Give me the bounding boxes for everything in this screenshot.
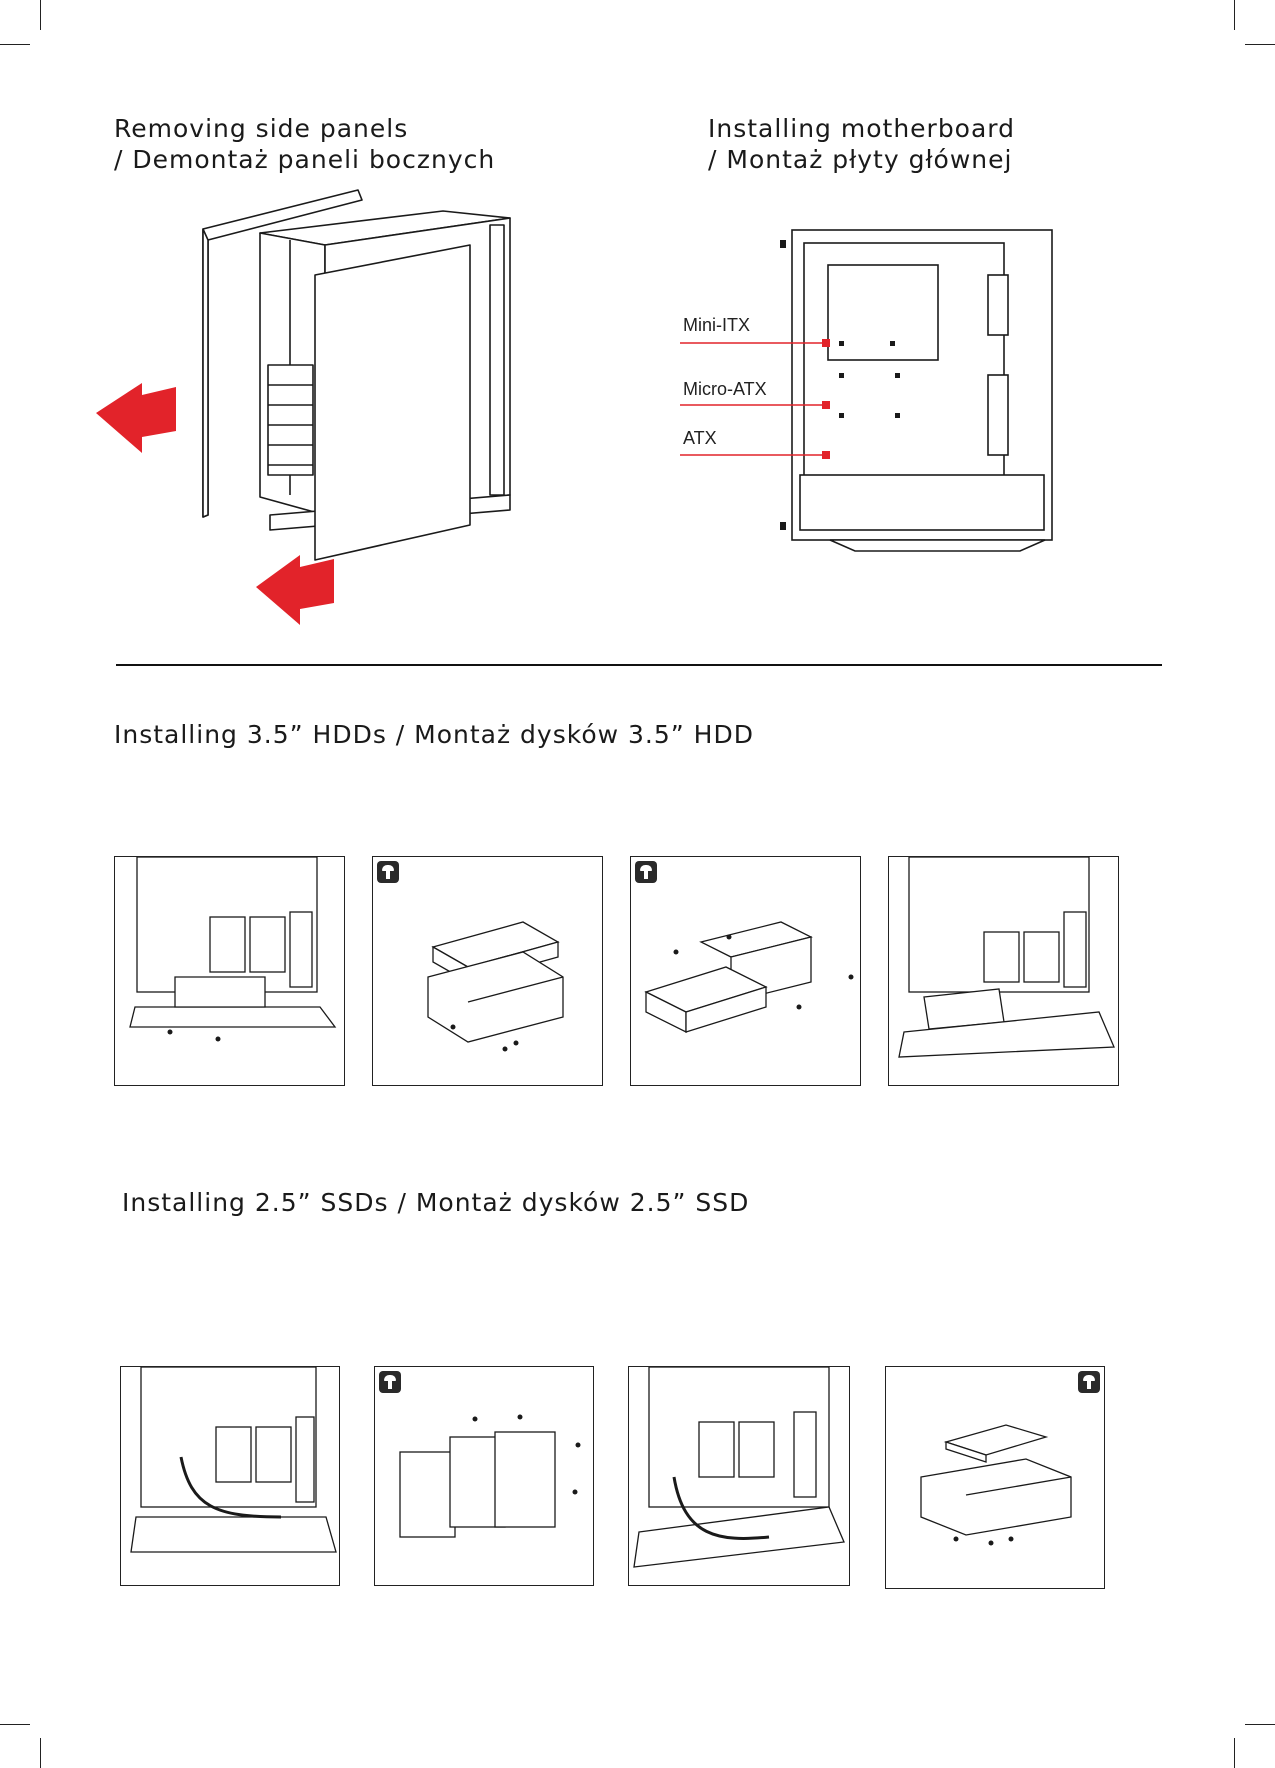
crop-mark <box>40 0 41 30</box>
side-panels-title-pl: / Demontaż paneli bocznych <box>114 144 495 175</box>
ssd-step-4-panel <box>885 1366 1105 1589</box>
motherboard-title-pl: / Montaż płyty głównej <box>708 144 1015 175</box>
label-mini-itx: Mini-ITX <box>683 315 750 336</box>
hdd-step-1-panel <box>114 856 345 1086</box>
crop-mark <box>1234 1738 1235 1768</box>
side-panels-heading: Removing side panels / Demontaż paneli b… <box>114 113 495 175</box>
ssd-step-3-panel <box>628 1366 850 1586</box>
side-panels-title-en: Removing side panels <box>114 113 495 144</box>
hdd-step-3-panel <box>630 856 861 1086</box>
section-divider <box>116 664 1162 666</box>
label-atx: ATX <box>683 428 717 449</box>
crop-mark <box>40 1738 41 1768</box>
crop-mark <box>1245 44 1275 45</box>
side-panel-removal-figure <box>90 185 550 635</box>
label-micro-atx: Micro-ATX <box>683 379 767 400</box>
arrow-left-icon <box>256 555 334 625</box>
crop-mark <box>1245 1724 1275 1725</box>
motherboard-heading: Installing motherboard / Montaż płyty gł… <box>708 113 1015 175</box>
hdd-heading: Installing 3.5” HDDs / Montaż dysków 3.5… <box>114 719 754 750</box>
arrow-left-icon <box>96 383 176 453</box>
hdd-step-4-panel <box>888 856 1119 1086</box>
ssd-step-1-panel <box>120 1366 340 1586</box>
ssd-step-2-panel <box>374 1366 594 1586</box>
motherboard-title-en: Installing motherboard <box>708 113 1015 144</box>
ssd-heading: Installing 2.5” SSDs / Montaż dysków 2.5… <box>122 1187 749 1218</box>
crop-mark <box>1234 0 1235 30</box>
hdd-step-2-panel <box>372 856 603 1086</box>
crop-mark <box>0 1724 30 1725</box>
crop-mark <box>0 44 30 45</box>
